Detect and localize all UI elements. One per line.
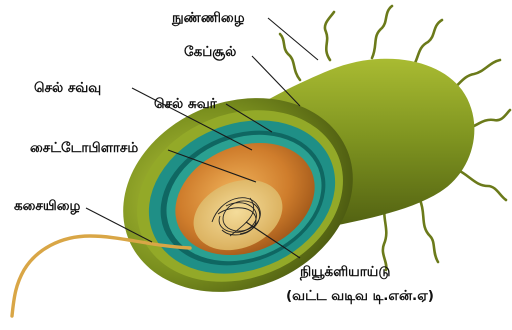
- label-nucleoid-dna: (வட்ட வடிவ டி.என்.ஏ): [286, 288, 434, 304]
- label-cell-wall: செல் சுவர்: [154, 96, 218, 112]
- label-pili: நுண்ணிழை: [171, 10, 245, 27]
- label-capsule: கேப்சூல்: [184, 44, 237, 61]
- label-flagellum: கசையிழை: [14, 198, 81, 215]
- leader-pili: [268, 18, 318, 60]
- label-cell-membrane: செல் சவ்வு: [34, 80, 101, 96]
- label-cytoplasm: சைட்டோபிளாசம்: [30, 140, 138, 156]
- label-nucleoid: நியூக்ளியாய்டு: [299, 264, 390, 281]
